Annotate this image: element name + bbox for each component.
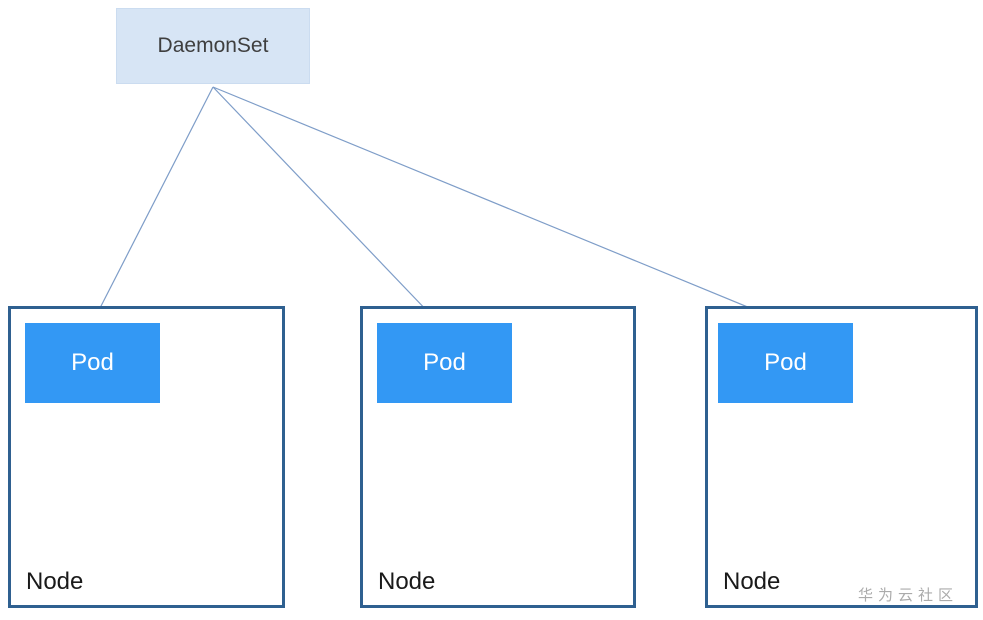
arrow-daemonset-to-pod-3 bbox=[212, 86, 773, 318]
arrow-daemonset-to-pod-1 bbox=[98, 86, 214, 311]
pod-label-1: Pod bbox=[71, 349, 114, 376]
node-box-3: Pod Node bbox=[705, 306, 978, 608]
daemonset-label: DaemonSet bbox=[157, 34, 269, 57]
pod-box-1: Pod bbox=[25, 323, 160, 403]
node-box-2: Pod Node bbox=[360, 306, 636, 608]
watermark: 华为云社区 bbox=[858, 587, 959, 604]
node-label-1: Node bbox=[26, 568, 84, 595]
pod-label-2: Pod bbox=[423, 349, 466, 376]
arrow-daemonset-to-pod-2 bbox=[212, 86, 432, 316]
node-label-2: Node bbox=[378, 568, 436, 595]
node-box-1: Pod Node bbox=[8, 306, 285, 608]
pod-box-3: Pod bbox=[718, 323, 853, 403]
pod-box-2: Pod bbox=[377, 323, 512, 403]
pod-label-3: Pod bbox=[764, 349, 807, 376]
daemonset-box: DaemonSet bbox=[116, 8, 310, 84]
node-label-3: Node bbox=[723, 568, 781, 595]
